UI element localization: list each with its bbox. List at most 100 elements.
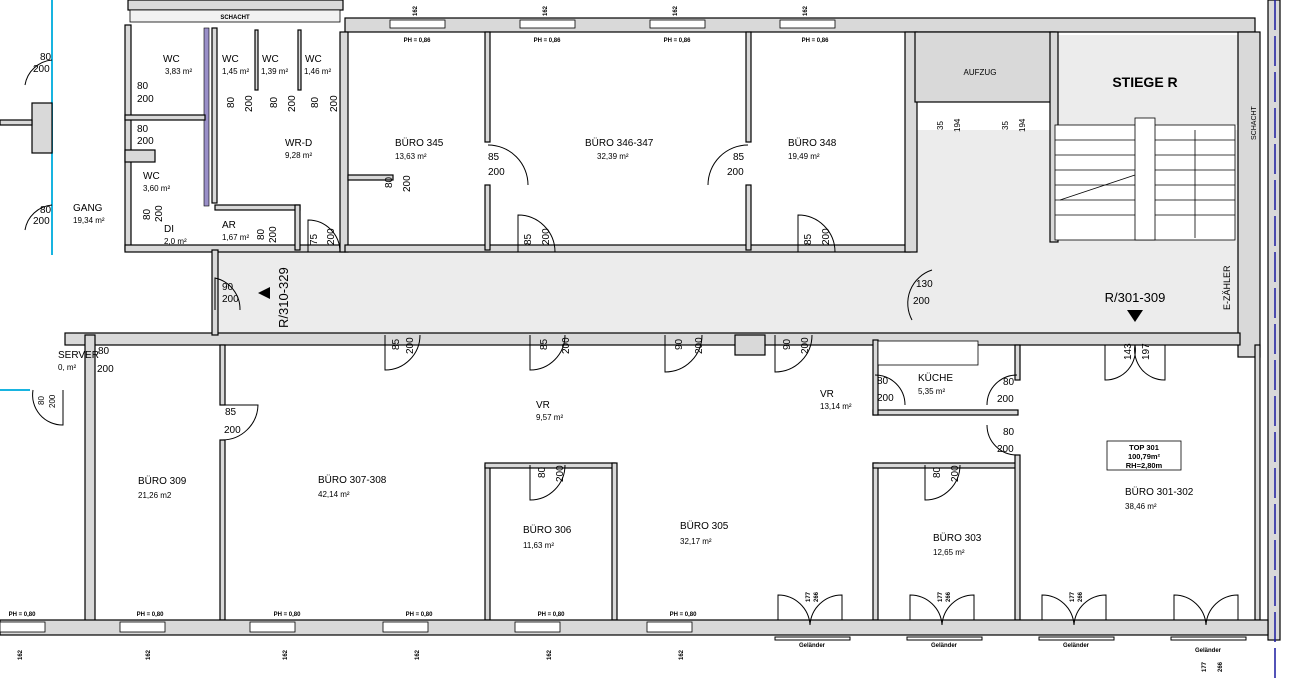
wall xyxy=(84,334,96,626)
dimension-label: 80 xyxy=(384,176,395,188)
window-width: 162 xyxy=(673,5,679,16)
dimension-label: 200 xyxy=(821,228,832,245)
wall xyxy=(347,174,394,181)
wall xyxy=(211,27,218,204)
dimension-label: 200 xyxy=(402,175,413,192)
window-sill-label: PH = 0,86 xyxy=(664,38,692,44)
wall xyxy=(1014,344,1021,381)
wall xyxy=(872,462,879,621)
dimension-label: 85 xyxy=(539,338,550,350)
balcony-door-height: 266 xyxy=(1078,591,1084,602)
dimension-label: 80 xyxy=(137,124,149,135)
section-label-left: R/310-329 xyxy=(276,267,291,328)
wall xyxy=(745,184,752,251)
window-width: 162 xyxy=(803,5,809,16)
room-name: BÜRO 301-302 xyxy=(1125,486,1194,498)
wall xyxy=(1014,454,1021,621)
dimension-label: 80 xyxy=(269,96,280,108)
window-sill-label: PH = 0,80 xyxy=(137,612,165,618)
railing-label: Geländer xyxy=(931,643,958,649)
dimension-label: 200 xyxy=(222,294,239,305)
balcony-door-height: 266 xyxy=(946,591,952,602)
windows-top xyxy=(389,19,836,29)
room-area: 1,46 m² xyxy=(304,67,331,76)
railing-label: Geländer xyxy=(1063,643,1090,649)
window-width: 162 xyxy=(415,649,421,660)
room-area: 12,65 m² xyxy=(933,548,965,557)
room-name: WC xyxy=(262,54,279,65)
door-swings xyxy=(24,59,1166,501)
dimension-label: 200 xyxy=(329,95,340,112)
shaft xyxy=(129,9,341,23)
room-name: BÜRO 309 xyxy=(138,475,187,487)
dimension-label: 85 xyxy=(733,152,745,163)
dimension-label: 200 xyxy=(244,95,255,112)
dimension-label: 80 xyxy=(256,228,267,240)
room-name: VR xyxy=(536,400,550,411)
dimension-label: 90 xyxy=(782,338,793,350)
room-name: BÜRO 345 xyxy=(395,137,444,149)
room-area: 13,14 m² xyxy=(820,402,852,411)
room-name: AR xyxy=(222,220,236,231)
dimension-label: 75 xyxy=(309,233,320,245)
dimension-label: 200 xyxy=(33,216,50,227)
room-name: WC xyxy=(305,54,322,65)
room-area: 9,57 m² xyxy=(536,413,563,422)
dimension-label: 85 xyxy=(488,152,500,163)
unit-info-box xyxy=(1106,440,1182,471)
room-name: BÜRO 346-347 xyxy=(585,137,654,149)
room-area: 1,45 m² xyxy=(222,67,249,76)
wall xyxy=(219,439,226,621)
wall xyxy=(745,31,752,143)
dimension-label: 85 xyxy=(523,233,534,245)
wall xyxy=(0,619,1269,636)
wall xyxy=(297,29,302,91)
dimension-label: 80 xyxy=(877,376,889,387)
window-width: 162 xyxy=(547,649,553,660)
dimension-label: 200 xyxy=(541,228,552,245)
wall xyxy=(254,29,259,91)
stair-landing xyxy=(1055,35,1240,125)
stair-label: STIEGE R xyxy=(1112,74,1177,90)
wall xyxy=(1267,0,1281,641)
dimension-label: 200 xyxy=(877,393,894,404)
window-width: 162 xyxy=(679,649,685,660)
dimension-label: 197 xyxy=(1141,343,1152,360)
dimension-label: 200 xyxy=(137,136,154,147)
room-name: BÜRO 348 xyxy=(788,137,837,149)
wall xyxy=(611,462,618,621)
dimension-label: 80 xyxy=(310,96,321,108)
dimension-label: 35 xyxy=(936,121,945,130)
corridor-floor xyxy=(215,250,910,335)
dimension-label: 80 xyxy=(1003,427,1015,438)
dimension-label: 200 xyxy=(287,95,298,112)
wall xyxy=(339,31,349,253)
room-name: VR xyxy=(820,389,834,400)
wall xyxy=(124,24,132,251)
window-width: 162 xyxy=(283,649,289,660)
window-sill-label: PH = 0,80 xyxy=(670,612,698,618)
staircase xyxy=(1054,117,1236,241)
section-label-right: R/301-309 xyxy=(1105,290,1166,305)
dimension-label: 200 xyxy=(137,94,154,105)
meter-label: E-ZÄHLER xyxy=(1222,265,1232,310)
shaft-vertical-label: SCHACHT xyxy=(1251,105,1258,140)
dimension-label: 200 xyxy=(97,364,114,375)
dimension-label: 80 xyxy=(40,205,52,216)
wall xyxy=(0,119,33,126)
dimension-label: 130 xyxy=(916,279,933,290)
window-width: 162 xyxy=(543,5,549,16)
dimension-label: 90 xyxy=(222,282,234,293)
room-area: 1,67 m² xyxy=(222,233,249,242)
wall xyxy=(127,0,344,11)
dimension-label: 200 xyxy=(326,228,337,245)
wall xyxy=(64,332,1241,346)
room-area: 2,0 m² xyxy=(164,237,187,246)
wall xyxy=(214,204,301,211)
room-area: 19,49 m² xyxy=(788,152,820,161)
balcony-door-height: 266 xyxy=(814,591,820,602)
room-name: BÜRO 303 xyxy=(933,532,982,544)
wall xyxy=(1237,31,1261,358)
elevator xyxy=(914,31,1056,103)
